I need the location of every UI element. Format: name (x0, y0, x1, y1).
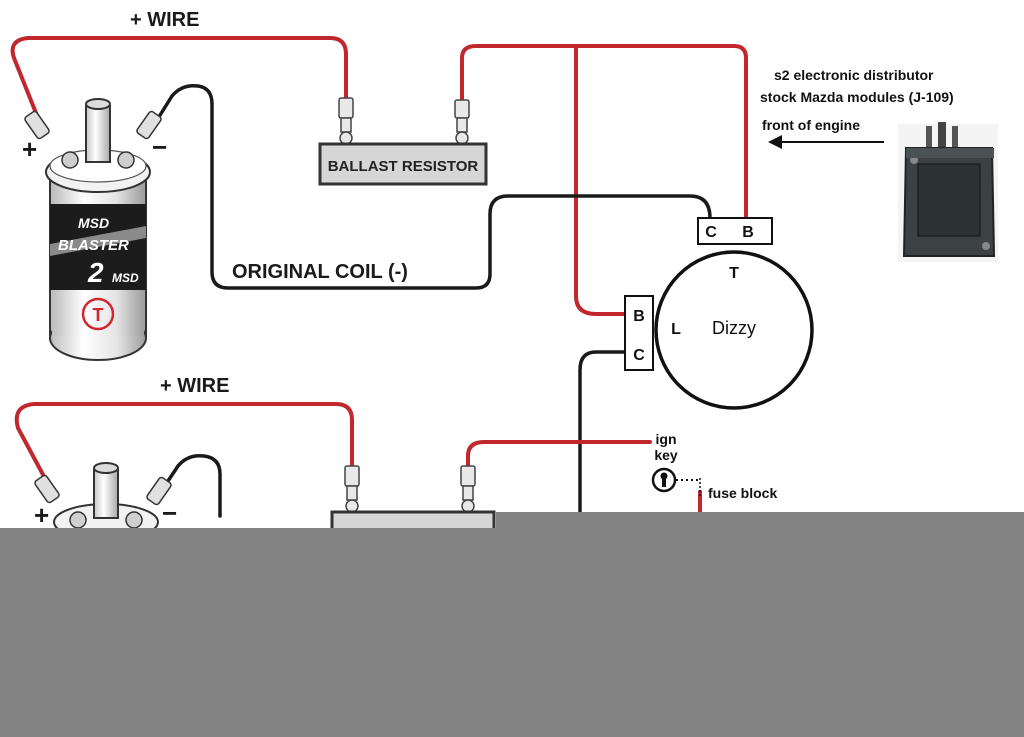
bottom-plus-wire (14, 402, 354, 486)
distributor-terminal-l: L (671, 321, 681, 338)
coil-minus-wire (150, 83, 712, 290)
gray-overlay-step (496, 512, 1024, 528)
distributor-terminal-t: T (729, 265, 739, 282)
ign-key-line2: key (654, 447, 678, 463)
ign-key: ign key fuse block (651, 431, 777, 501)
top-coil-plus-label: + (22, 134, 37, 164)
top-black-wires (150, 83, 712, 522)
splice-to-dizzy-b (574, 44, 628, 316)
ballast-terminals-top (338, 97, 470, 145)
arrow-left-icon (768, 135, 884, 149)
bottom-plus-wire-label: + WIRE (160, 375, 229, 397)
coil-brand-num: 2 (87, 257, 104, 288)
distributor: Dizzy T L C B B C (624, 217, 814, 410)
connector-side-top: B (633, 308, 645, 325)
connector-top-right: B (742, 224, 754, 241)
key-icon (651, 467, 677, 493)
bottom-coil-minus-wire (160, 453, 222, 518)
dizzy-c-wire (578, 350, 628, 522)
top-coil-minus-label: − (152, 132, 167, 162)
connector-top: C B (697, 217, 773, 245)
coil-plus-lug (24, 110, 50, 140)
bottom-ballast-out-wire (466, 440, 652, 470)
ignition-module-image (898, 122, 998, 262)
original-coil-label: ORIGINAL COIL (-) (232, 261, 408, 283)
bottom-coil-minus-label: − (162, 498, 177, 528)
ballast-terminals-bottom (344, 465, 476, 513)
coil-brand-small: MSD (112, 271, 139, 285)
bottom-coil-plus-label: + (34, 500, 49, 530)
coil-brand-main: BLASTER (58, 237, 129, 254)
ballast-resistor-top: BALLAST RESISTOR (318, 142, 488, 186)
gray-overlay-lower (0, 528, 1024, 737)
ign-key-line1: ign (656, 431, 677, 447)
connector-top-left: C (705, 224, 717, 241)
coil-terminal-mark-circle (81, 297, 115, 331)
distributor-body (654, 250, 814, 410)
bottom-black-wires (160, 453, 222, 518)
coil-brand-top: MSD (78, 215, 109, 231)
ballast-out-wire (460, 44, 748, 222)
top-plus-wire-label: + WIRE (130, 9, 199, 31)
top-plus-wire (10, 36, 348, 120)
coil-minus-lug (136, 110, 162, 140)
connector-side-bottom: C (633, 347, 645, 364)
module-note: s2 electronic distributor stock Mazda mo… (760, 67, 954, 149)
ballast-resistor-label: BALLAST RESISTOR (328, 158, 479, 175)
module-note-line2: stock Mazda modules (J-109) (760, 89, 954, 105)
bottom-red-wires (14, 402, 702, 518)
front-of-engine-label: front of engine (762, 117, 860, 133)
connector-side: B C (624, 295, 654, 371)
fuse-block-label: fuse block (708, 485, 777, 501)
top-red-wires (10, 36, 748, 316)
msd-blaster-coil-top: MSD BLASTER 2 MSD T (24, 98, 162, 361)
coil-terminal-mark: T (93, 305, 104, 325)
distributor-name: Dizzy (712, 318, 756, 338)
module-note-line1: s2 electronic distributor (774, 67, 934, 83)
